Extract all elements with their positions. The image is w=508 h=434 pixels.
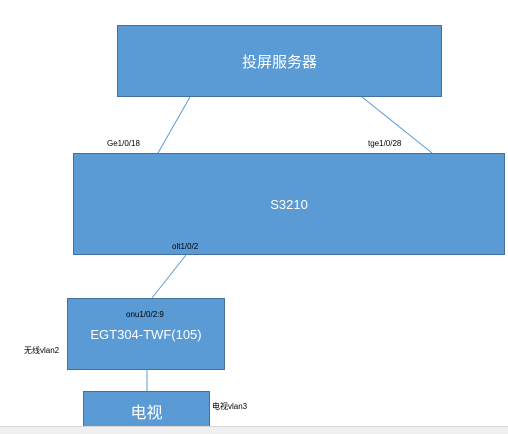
switch-label: S3210 [270, 196, 308, 212]
tv-box: 电视 [83, 391, 210, 431]
onu-box: EGT304-TWF(105) [67, 298, 225, 370]
port-label-olt: olt1/0/2 [172, 242, 199, 251]
link-switch-onu [151, 254, 187, 299]
tv-vlan-annotation: 电视vlan3 [212, 402, 248, 411]
onu-label: EGT304-TWF(105) [90, 326, 202, 342]
port-label-ge: Ge1/0/18 [107, 139, 140, 148]
server-box: 投屏服务器 [117, 25, 442, 97]
link-server-switch-right [361, 96, 433, 154]
link-server-switch-left [157, 96, 191, 154]
wifi-vlan-annotation: 无线vlan2 [24, 346, 60, 355]
tv-label: 电视 [130, 405, 163, 422]
bottom-scroll-strip [0, 426, 508, 434]
switch-box: S3210 [73, 153, 505, 255]
port-label-onu: onu1/0/2:9 [126, 310, 164, 319]
port-label-tge: tge1/0/28 [368, 139, 402, 148]
server-label: 投屏服务器 [241, 53, 317, 71]
